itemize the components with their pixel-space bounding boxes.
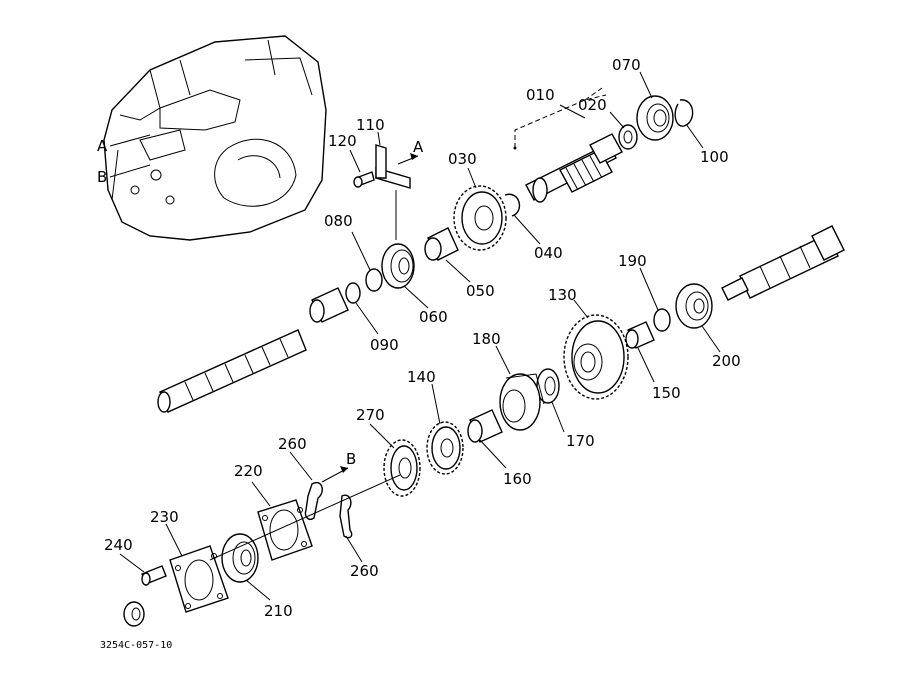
callout-260-upper: 260 (278, 435, 307, 453)
callout-160: 160 (503, 470, 532, 488)
lock-plate-260b (339, 494, 353, 539)
callout-140: 140 (407, 368, 436, 386)
reference-mark-b-left: B (97, 168, 107, 186)
gear-030 (453, 185, 507, 251)
plate-110 (375, 144, 411, 189)
callout-050: 050 (466, 282, 495, 300)
transmission-case (103, 35, 327, 241)
lock-plate-260a (304, 481, 323, 520)
callout-060: 060 (419, 308, 448, 326)
callout-080: 080 (324, 212, 353, 230)
callout-270: 270 (356, 406, 385, 424)
callout-150: 150 (652, 384, 681, 402)
gear-130 (563, 314, 629, 400)
callout-040: 040 (534, 244, 563, 262)
callout-120: 120 (328, 132, 357, 150)
callout-170: 170 (566, 432, 595, 450)
leader-lines (119, 71, 721, 601)
bearing-060 (381, 243, 415, 289)
callout-labels: 010 020 030 040 050 060 070 080 090 100 … (104, 56, 741, 620)
lower-main-shaft (157, 329, 307, 413)
callout-020: 020 (578, 96, 607, 114)
gear-270 (383, 439, 421, 497)
gear-140 (426, 421, 464, 475)
callout-240: 240 (104, 536, 133, 554)
upper-shaft (525, 133, 623, 203)
ring-090 (345, 282, 361, 304)
needle-bearing (309, 287, 349, 323)
callout-100: 100 (700, 148, 729, 166)
bearing-200 (675, 283, 713, 329)
callout-210: 210 (264, 602, 293, 620)
cover-plate-230 (169, 545, 229, 613)
bolt-120 (353, 171, 375, 188)
callout-110: 110 (356, 116, 385, 134)
ring-190 (653, 308, 671, 332)
callout-230: 230 (150, 508, 179, 526)
bushing-160 (467, 409, 503, 443)
callout-030: 030 (448, 150, 477, 168)
callout-260-lower: 260 (350, 562, 379, 580)
callout-090: 090 (370, 336, 399, 354)
reference-mark-a-left: A (97, 137, 108, 155)
callout-180: 180 (472, 330, 501, 348)
flange-220 (257, 499, 313, 561)
shaft-end-nut (123, 601, 145, 627)
bearing-070 (636, 95, 674, 141)
needle-bearing-150 (625, 321, 655, 349)
callout-200: 200 (712, 352, 741, 370)
sleeve-050 (424, 227, 459, 261)
collar-020 (618, 124, 638, 150)
drawing-code: 3254C-057-10 (100, 640, 172, 651)
countershaft (721, 225, 845, 301)
reference-mark-a-arrow: A (413, 138, 424, 156)
ring-080 (365, 268, 383, 292)
reference-mark-b-arrow: B (346, 450, 356, 468)
callout-130: 130 (548, 286, 577, 304)
bearing-210 (221, 533, 259, 583)
snap-ring-040 (504, 193, 521, 217)
callout-220: 220 (234, 462, 263, 480)
callout-010: 010 (526, 86, 555, 104)
callout-070: 070 (612, 56, 641, 74)
bolt-240 (141, 565, 167, 586)
callout-190: 190 (618, 252, 647, 270)
hub-180 (499, 373, 545, 431)
circlip-100 (674, 99, 694, 127)
